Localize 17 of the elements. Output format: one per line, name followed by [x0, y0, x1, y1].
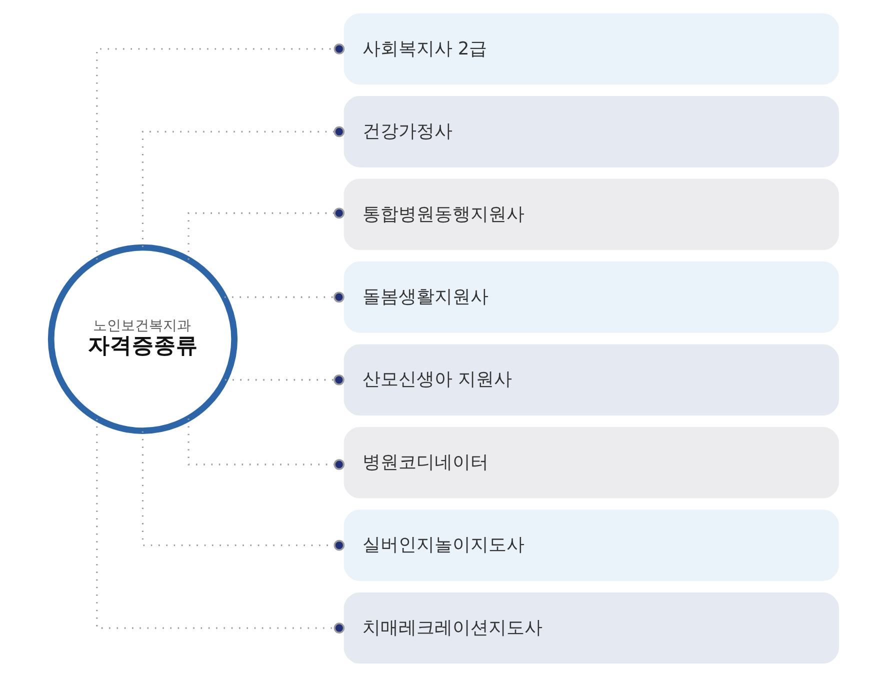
connector — [188, 208, 345, 260]
connector — [96, 418, 345, 634]
node-box: 돌봄생활지원사 — [344, 262, 839, 333]
node-box: 실버인지놀이지도사 — [344, 510, 839, 581]
node-box: 병원코디네이터 — [344, 426, 839, 498]
connector — [188, 418, 345, 470]
node-box: 사회복지사 2급 — [344, 13, 839, 85]
connector — [96, 44, 345, 260]
connector — [142, 431, 345, 551]
connector — [224, 292, 344, 303]
connector — [142, 126, 345, 247]
node-box: 산모신생아 지원사 — [344, 344, 839, 416]
connector — [225, 374, 344, 386]
node-circle: 노인보건복지과 자격증종류 — [48, 244, 238, 434]
node-box: 건강가정사 — [344, 96, 839, 168]
node-box: 치매레크레이션지도사 — [344, 592, 839, 664]
node-box: 통합병원동행지원사 — [344, 178, 839, 250]
